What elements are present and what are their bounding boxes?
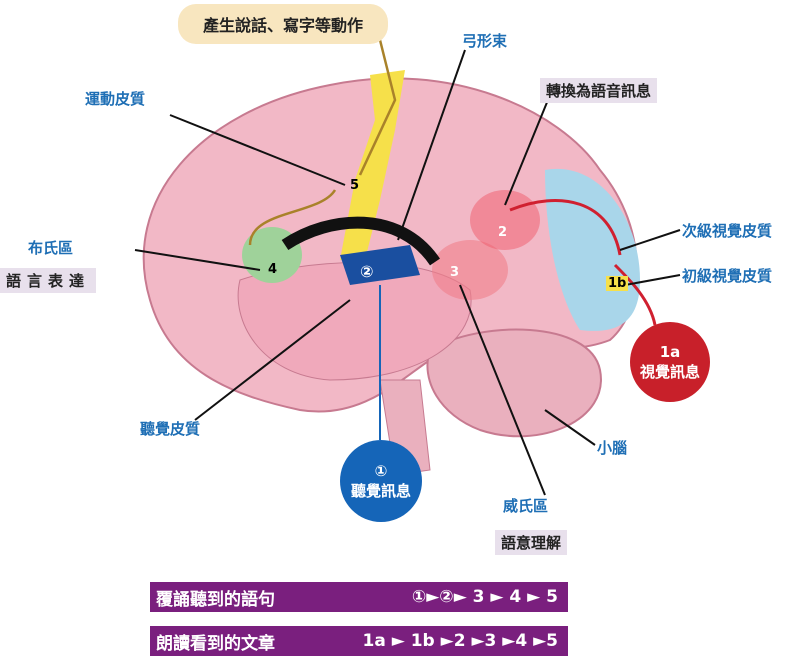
auditory-info-circle: ① 聽覺訊息 [340, 440, 422, 522]
wernicke-label: 威氏區 [503, 497, 549, 515]
leader-lines [134, 49, 681, 496]
speech-action-box: 產生說話、寫字等動作 [178, 4, 388, 44]
pathway-read: 朗讀看到的文章 1a ► 1b ►2 ►3 ►4 ►5 [150, 626, 568, 656]
visual-info-number: 1a [659, 342, 681, 361]
pathway-repeat: 覆誦聽到的語句 ①►②► 3 ► 4 ► 5 [150, 582, 568, 612]
pathway-label: 朗讀看到的文章 [156, 633, 275, 654]
motor-cortex-label: 運動皮質 [85, 90, 146, 108]
visual-arrow [509, 198, 657, 326]
pathway-sequence: 1a ► 1b ►2 ►3 ►4 ►5 [362, 631, 559, 651]
cerebellum-label: 小腦 [597, 439, 628, 457]
secondary-visual-label: 次級視覺皮質 [682, 222, 773, 240]
step-5: 5 [350, 178, 360, 193]
auditory-cortex-label: 聽覺皮質 [140, 420, 201, 438]
pathway-label: 覆誦聽到的語句 [156, 589, 275, 610]
pathway-sequence: ①►②► 3 ► 4 ► 5 [411, 587, 558, 607]
step-2: 2 [498, 225, 508, 240]
semantic-label: 語意理解 [495, 530, 568, 555]
angular-gyrus [470, 190, 540, 250]
broca-label: 布氏區 [28, 239, 74, 257]
motor-cortex-yellow [340, 70, 405, 260]
step-3: 3 [450, 265, 460, 280]
cerebellum [426, 328, 602, 438]
convert-label: 轉換為語音訊息 [540, 78, 658, 103]
step-circle-2: ② [360, 262, 374, 281]
primary-visual-label: 初級視覺皮質 [682, 267, 773, 285]
auditory-info-number: ① [374, 461, 388, 480]
step-1b: 1b [606, 276, 629, 291]
arcuate-label: 弓形束 [462, 32, 508, 50]
visual-info-circle: 1a 視覺訊息 [630, 322, 710, 402]
arrow-path [248, 39, 397, 246]
arcuate-fasciculus [281, 216, 440, 266]
step-4: 4 [268, 262, 278, 277]
visual-info-text: 視覺訊息 [639, 362, 700, 381]
language-expression-label: 語言表達 [0, 268, 97, 293]
auditory-cortex-blue [340, 245, 420, 285]
wernicke-area [432, 240, 508, 300]
auditory-info-text: 聽覺訊息 [350, 481, 411, 500]
